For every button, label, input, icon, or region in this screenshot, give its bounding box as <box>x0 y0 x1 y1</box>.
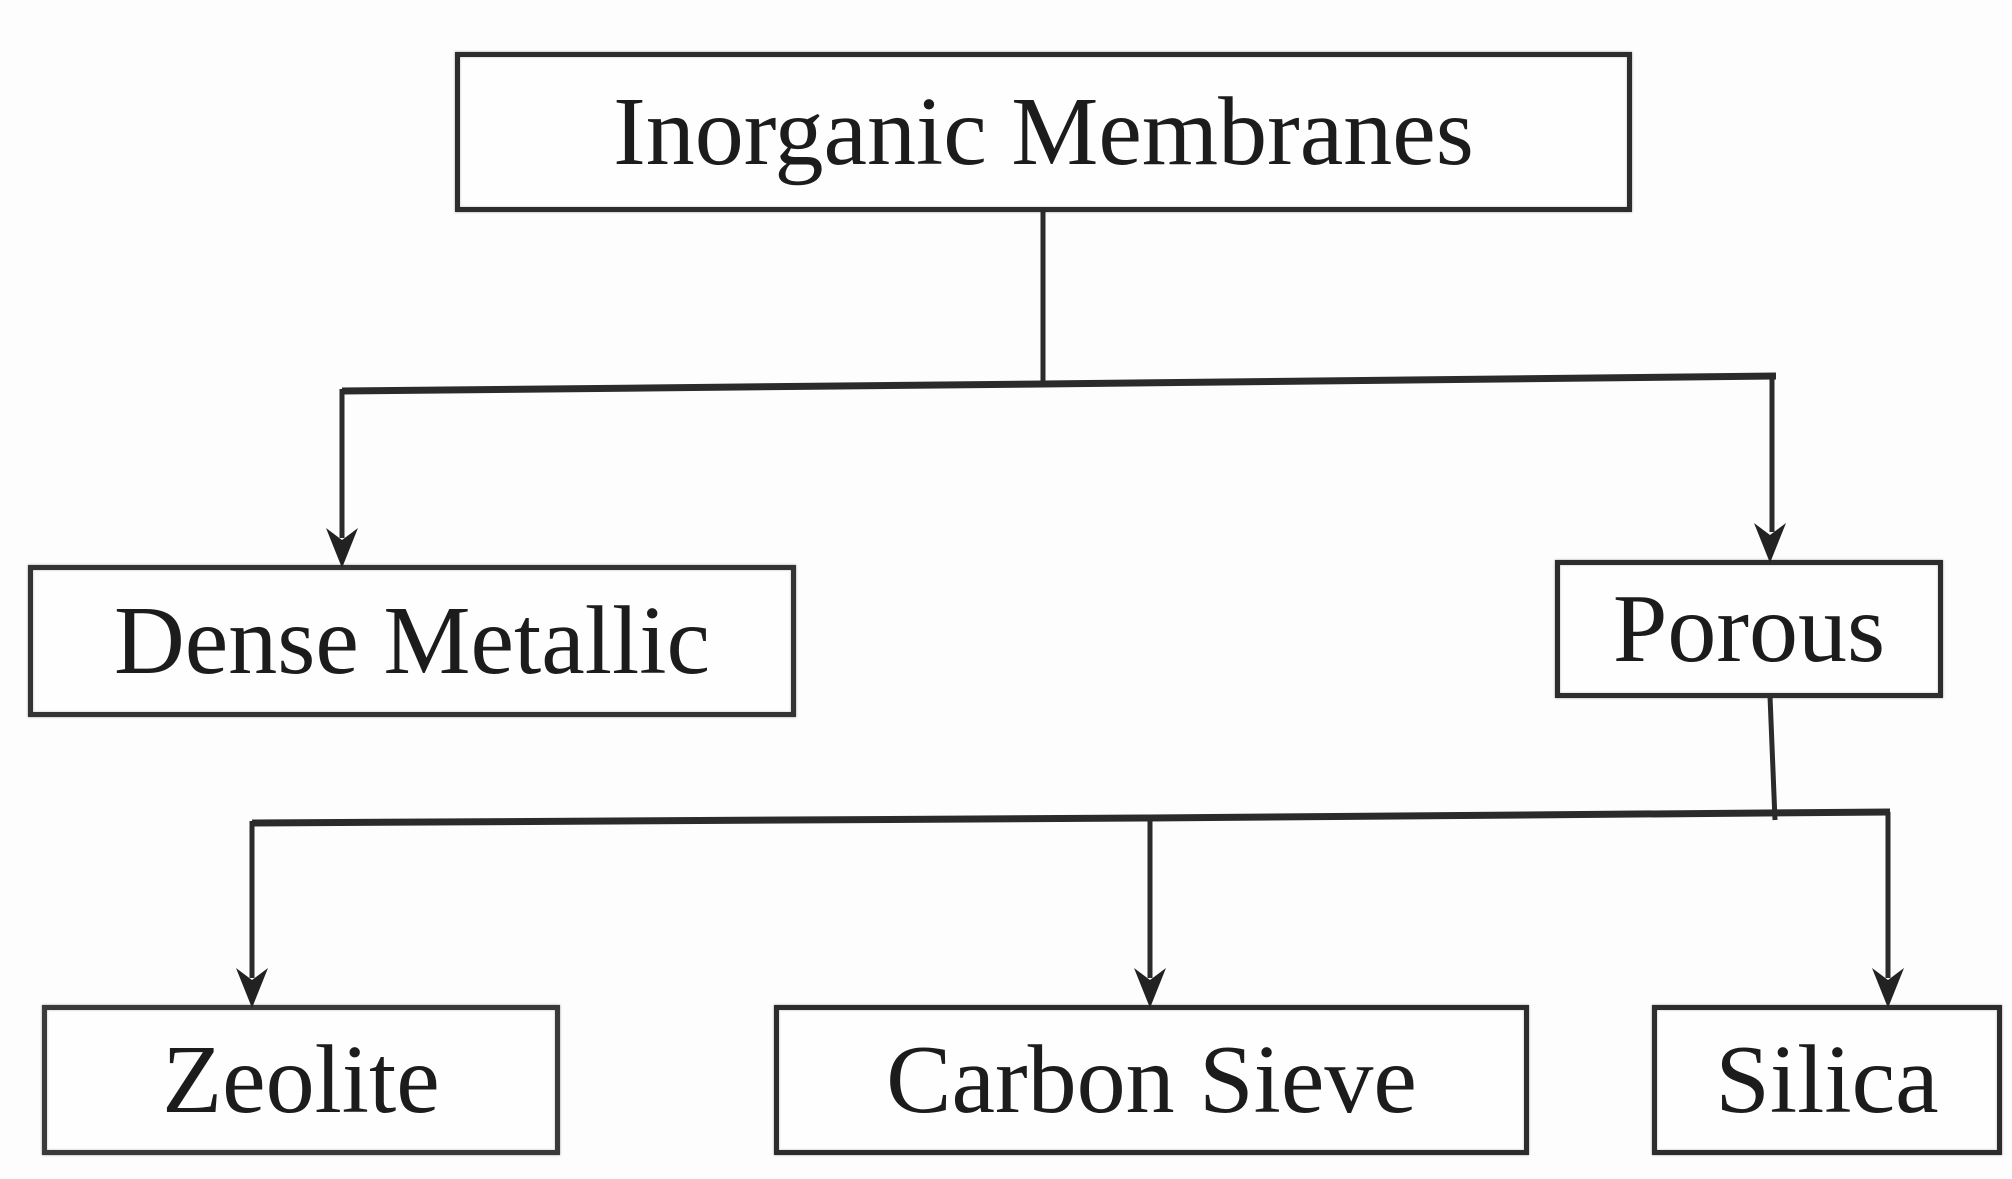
node-zeolite-label: Zeolite <box>162 1026 440 1134</box>
arrowhead-zeolite-icon <box>236 968 268 1008</box>
node-inorganic-membranes: Inorganic Membranes <box>455 52 1632 212</box>
node-carbon-sieve-label: Carbon Sieve <box>886 1026 1417 1134</box>
node-silica: Silica <box>1652 1005 2002 1155</box>
node-carbon-sieve: Carbon Sieve <box>774 1005 1529 1155</box>
connector-porous-to-silica <box>1872 812 1904 1008</box>
connector-root-split <box>341 210 1777 395</box>
node-porous: Porous <box>1555 560 1943 698</box>
arrowhead-carbon-sieve-icon <box>1134 968 1166 1008</box>
node-zeolite: Zeolite <box>42 1005 560 1155</box>
arrowhead-dense-metallic-icon <box>326 528 358 568</box>
connector-porous-to-carbon-sieve <box>1134 818 1166 1008</box>
node-dense-metallic-label: Dense Metallic <box>114 587 710 695</box>
connector-porous-to-zeolite <box>236 821 268 1008</box>
arrowhead-silica-icon <box>1872 968 1904 1008</box>
node-inorganic-membranes-label: Inorganic Membranes <box>613 78 1474 186</box>
node-dense-metallic: Dense Metallic <box>28 565 796 717</box>
connector-root-to-dense-metallic <box>326 389 358 568</box>
node-silica-label: Silica <box>1715 1026 1939 1134</box>
node-porous-label: Porous <box>1612 575 1886 683</box>
arrowhead-porous-icon <box>1754 523 1786 563</box>
connector-root-to-porous <box>1754 376 1786 563</box>
